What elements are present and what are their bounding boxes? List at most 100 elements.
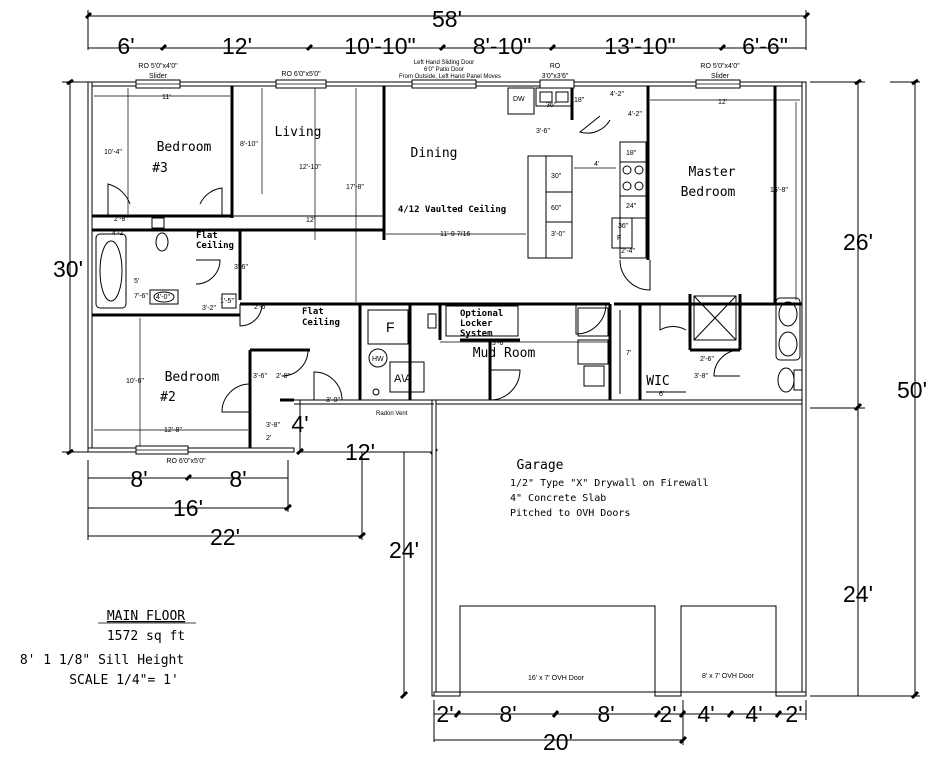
dim-i-8: 2'-8" [114, 216, 128, 223]
room-dining: Dining [411, 146, 458, 161]
flat-ceiling-2b: Ceiling [302, 317, 340, 328]
radon-vent: Radon Vent [376, 411, 408, 417]
locker-2: Locker [460, 319, 493, 329]
kitchen-window-label-1: RO [550, 63, 561, 70]
window-master-type: Slider [711, 73, 730, 80]
windows: RO 5'0"x4'0" Slider RO 6'0"x5'0" Left Ha… [135, 60, 741, 465]
island-30a: 30" [551, 173, 562, 180]
fridge-36: 36" [618, 223, 629, 230]
dim-left-30: 30' [53, 256, 83, 282]
dim-mid-4: 4' [291, 411, 308, 437]
dim-top-1: 6' [117, 33, 134, 59]
garage-dimensions: 2' 8' 8' 2' 4' 4' 2' 20' [433, 700, 807, 755]
room-bedroom2: Bedroom [165, 370, 220, 385]
dim-i-11: 4'-0" [156, 294, 170, 301]
vaulted-note: 4/12 Vaulted Ceiling [398, 204, 506, 215]
dim-bottom-16: 16' [173, 495, 203, 521]
dim-bottom-8b: 8' [229, 466, 246, 492]
room-master-2: Bedroom [681, 185, 736, 200]
flat-ceiling-1: Flat [196, 231, 218, 241]
room-garage: Garage [517, 458, 564, 473]
room-mudroom: Mud Room [473, 346, 536, 361]
dim-bottom-22: 22' [210, 524, 240, 550]
dim-i-0: 11' [162, 94, 171, 101]
patio-door-label-1: Left Hand Sliding Door [414, 60, 474, 66]
top-dimensions: 58' 6' 12' 10'-10" 8'-10" 13'-10" 6'-6" [84, 6, 811, 59]
title-main-floor: MAIN FLOOR [107, 609, 185, 624]
dim-i-14: 3'-6" [234, 264, 248, 271]
dim-right-50: 50' [897, 377, 927, 403]
window-living-label: RO 6'0"x5'0" [281, 71, 321, 78]
dim-i-20: 3'-8" [266, 422, 280, 429]
title-block: MAIN FLOOR 1572 sq ft 8' 1 1/8" Sill Hei… [20, 609, 196, 688]
dim-g-7: 2' [785, 701, 802, 727]
dim-i-2: 8'-10" [240, 141, 258, 148]
dim-i-29: 16'-8" [770, 187, 788, 194]
window-bed3-type: Slider [149, 73, 168, 80]
garage-note-2: 4" Concrete Slab [510, 493, 606, 504]
dim-g-2: 8' [499, 701, 516, 727]
dim-i-18: 3'-6" [253, 373, 267, 380]
dim-i-19: 2'-8" [276, 373, 290, 380]
title-scale: SCALE 1/4"= 1' [69, 673, 179, 688]
dim-i-5: 12' [306, 217, 315, 224]
dim-g-4: 2' [659, 701, 676, 727]
room-labels: Bedroom #3 Living Dining Master Bedroom … [152, 125, 735, 473]
dim-i-26: 3'-8" [694, 373, 708, 380]
dim-i-17: 12'-8" [164, 427, 182, 434]
locker-3: System [460, 329, 493, 339]
dim-i-12: 3'-2" [202, 305, 216, 312]
dim-i-21: 2' [266, 435, 271, 442]
dim-garage-20: 20' [543, 729, 573, 755]
title-area: 1572 sq ft [107, 629, 185, 644]
dim-i-3: 12'-10" [299, 164, 321, 171]
patio-door-label-2: 6'0" Patio Door [424, 67, 464, 73]
dim-top-5: 13'-10" [604, 33, 675, 59]
fridge-label: F [386, 319, 395, 335]
dim-i-31: 4'-2" [628, 111, 642, 118]
room-wic: WIC [646, 374, 669, 389]
hw-label: HW [372, 356, 384, 363]
dim-i-16: 10'-6" [126, 378, 144, 385]
dim-i-24: 7' [626, 350, 631, 357]
dim-bottom-8a: 8' [130, 466, 147, 492]
flat-ceiling-2: Flat [302, 307, 324, 317]
dim-g-5: 4' [697, 701, 714, 727]
interior-walls [92, 86, 802, 448]
counter-2-4: 2'-4" [621, 248, 635, 255]
dim-i-25: 6' [659, 391, 664, 398]
title-sill: 8' 1 1/8" Sill Height [20, 653, 184, 668]
dim-i-10: 7'-6" [134, 293, 148, 300]
bottom-left-dimensions: 8' 8' 16' 22' 12' 4' [87, 400, 438, 550]
notes: 4/12 Vaulted Ceiling Flat Ceiling Flat C… [196, 204, 755, 682]
doors [107, 115, 741, 413]
kitchen-window-label-2: 3'0"x3'6" [542, 73, 569, 80]
fridge-2-label: F [617, 235, 621, 242]
dim-right-24: 24' [843, 581, 873, 607]
dim-i-6: 11'-9 7/16 [440, 231, 471, 238]
room-bedroom3-num: #3 [152, 161, 168, 176]
dim-i-30: 4'-2" [610, 91, 624, 98]
garage-note-3: Pitched to OVH Doors [510, 508, 630, 519]
window-bed3-label: RO 5'0"x4'0" [138, 63, 178, 70]
island-36: 60" [551, 205, 562, 212]
window-master-label: RO 5'0"x4'0" [700, 63, 740, 70]
ovh-8: 8' x 7' OVH Door [702, 673, 755, 680]
dim-g-3: 8' [597, 701, 614, 727]
room-bedroom3: Bedroom [157, 140, 212, 155]
dim-top-3: 10'-10" [344, 33, 415, 59]
dim-garage-24: 24' [389, 537, 419, 563]
fixtures: 5' 30" 60" 3'-0" 18" 24" 36" F 2'-4" [95, 87, 803, 417]
dim-i-28: 12' [718, 99, 727, 106]
dim-i-32: 3'-6" [536, 128, 550, 135]
room-bedroom2-num: #2 [160, 390, 176, 405]
dim-g-6: 4' [745, 701, 762, 727]
island-30b: 3'-0" [551, 231, 565, 238]
patio-door-label-3: From Outside, Left Hand Panel Moves [399, 74, 501, 80]
dim-right-26: 26' [843, 229, 873, 255]
dim-i-15: 2'-6" [254, 304, 268, 311]
dim-top-2: 12' [222, 33, 252, 59]
window-bed2-label: RO 6'0"x5'0" [166, 458, 206, 465]
dim-top-6: 6'-6" [742, 33, 788, 59]
